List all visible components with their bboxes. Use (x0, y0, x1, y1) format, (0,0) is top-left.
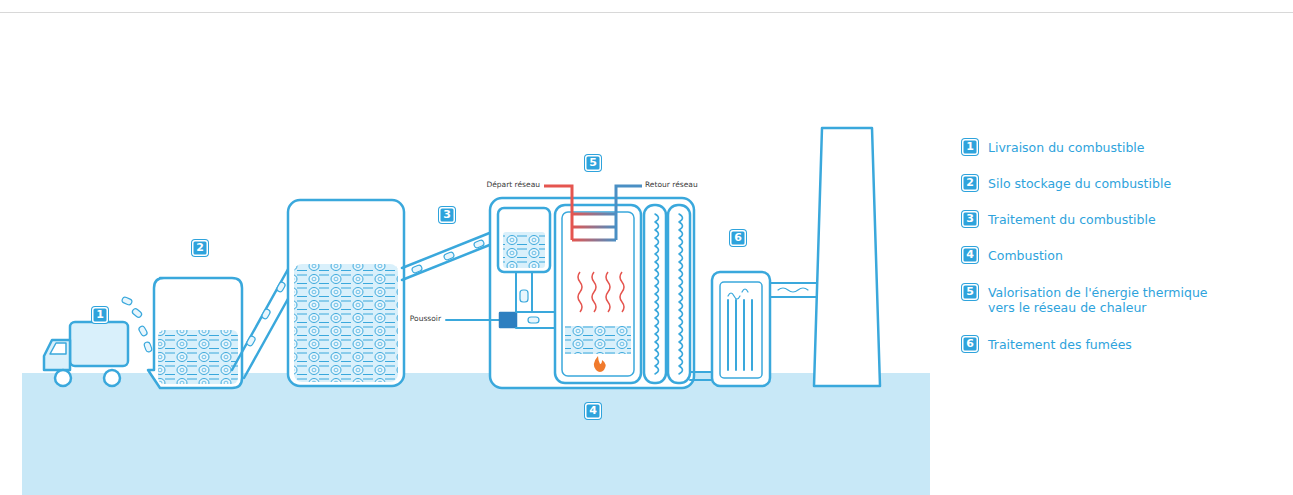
network-label: Retour réseau (644, 180, 699, 189)
callout-number: 6 (962, 336, 978, 352)
callout-number: 6 (730, 230, 746, 246)
callout-number: 4 (585, 403, 601, 419)
callout-number: 4 (962, 247, 978, 263)
callout-number: 1 (92, 307, 108, 323)
legend-text: Traitement du combustible (988, 212, 1238, 227)
legend-text: Silo stockage du combustible (988, 176, 1238, 191)
callout-number: 5 (962, 284, 978, 300)
callout-number: 1 (962, 139, 978, 155)
legend-text: Valorisation de l'énergie thermique vers… (988, 285, 1238, 315)
callout-number: 5 (585, 155, 601, 171)
network-label: Départ réseau (485, 180, 541, 189)
legend-text: Combustion (988, 248, 1238, 263)
callout-number: 3 (962, 211, 978, 227)
legend-text: Traitement des fumées (988, 337, 1238, 352)
callout-number: 3 (439, 207, 455, 223)
pusher-label: Poussoir (409, 314, 442, 323)
callout-number: 2 (962, 175, 978, 191)
callout-number: 2 (192, 240, 208, 256)
legend-text: Livraison du combustible (988, 140, 1238, 155)
